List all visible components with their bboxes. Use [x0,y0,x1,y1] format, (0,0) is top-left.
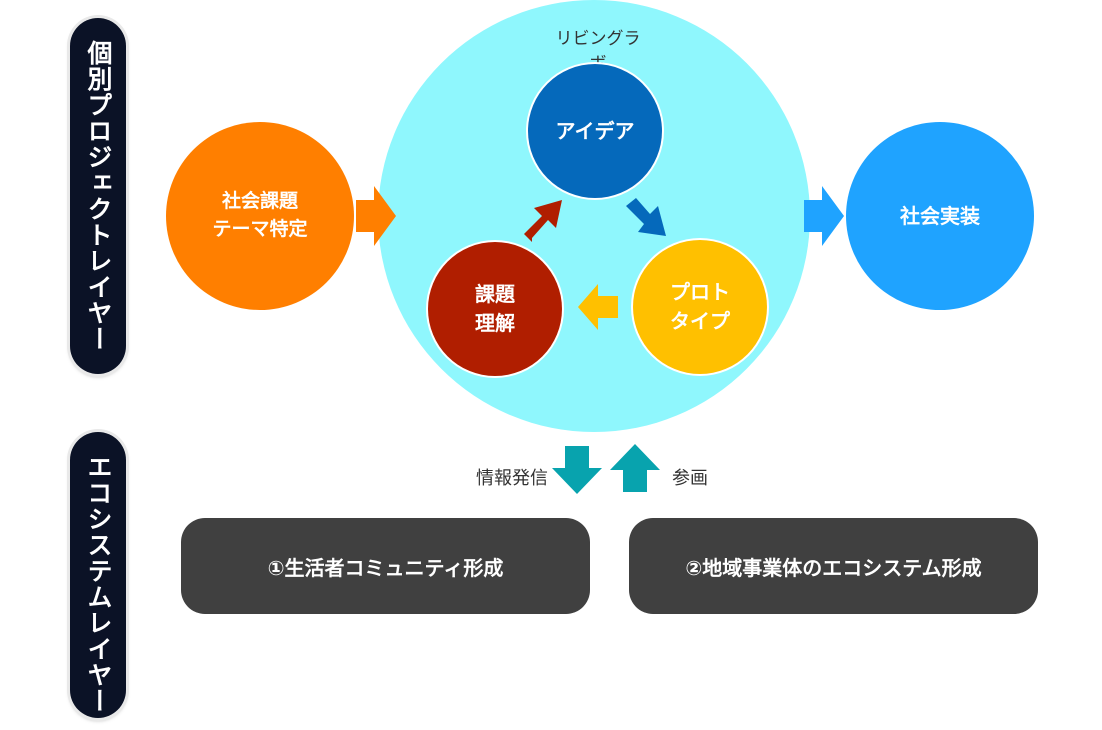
understanding-node: 課題 理解 [428,242,562,376]
arrow-right-blue-icon [804,186,844,246]
arrow-down-teal-icon [552,446,602,494]
consumer-community-text: ①生活者コミュニティ形成 [267,555,504,580]
consumer-community-box: ①生活者コミュニティ形成 [181,518,590,614]
understanding-line-2: 理解 [475,311,515,335]
ecosystem-layer-label: エコシステムレイヤー [84,454,113,714]
arrow-right-orange-icon [356,186,396,246]
prototype-line-2: タイプ [670,309,730,333]
ecosystem-layer-pill: エコシステムレイヤー [70,432,126,718]
arrow-up-teal-icon [610,444,660,492]
social-theme-node: 社会課題 テーマ特定 [166,122,354,310]
idea-line-1: アイデア [555,118,635,143]
social-theme-line-1: 社会課題 [221,190,298,213]
arrow-up-right-red-icon [524,200,562,242]
regional-ecosystem-box: ②地域事業体のエコシステム形成 [629,518,1038,614]
info-dissemination-label: 情報発信 [476,468,548,489]
implementation-node: 社会実装 [846,122,1034,310]
idea-node: アイデア [528,64,662,198]
project-layer-pill: 個別プロジェクトレイヤー [70,18,126,374]
social-theme-line-2: テーマ特定 [212,218,308,240]
prototype-node: プロト タイプ [633,240,767,374]
prototype-line-1: プロト [670,280,730,304]
project-layer-label: 個別プロジェクトレイヤー [84,40,113,352]
participation-label: 参画 [672,468,708,489]
understanding-line-1: 課題 [475,282,515,306]
implementation-line-1: 社会実装 [900,203,980,228]
arrow-left-yellow-icon [578,284,618,330]
regional-ecosystem-text: ②地域事業体のエコシステム形成 [685,555,982,580]
arrow-down-right-blue-icon [626,198,666,236]
